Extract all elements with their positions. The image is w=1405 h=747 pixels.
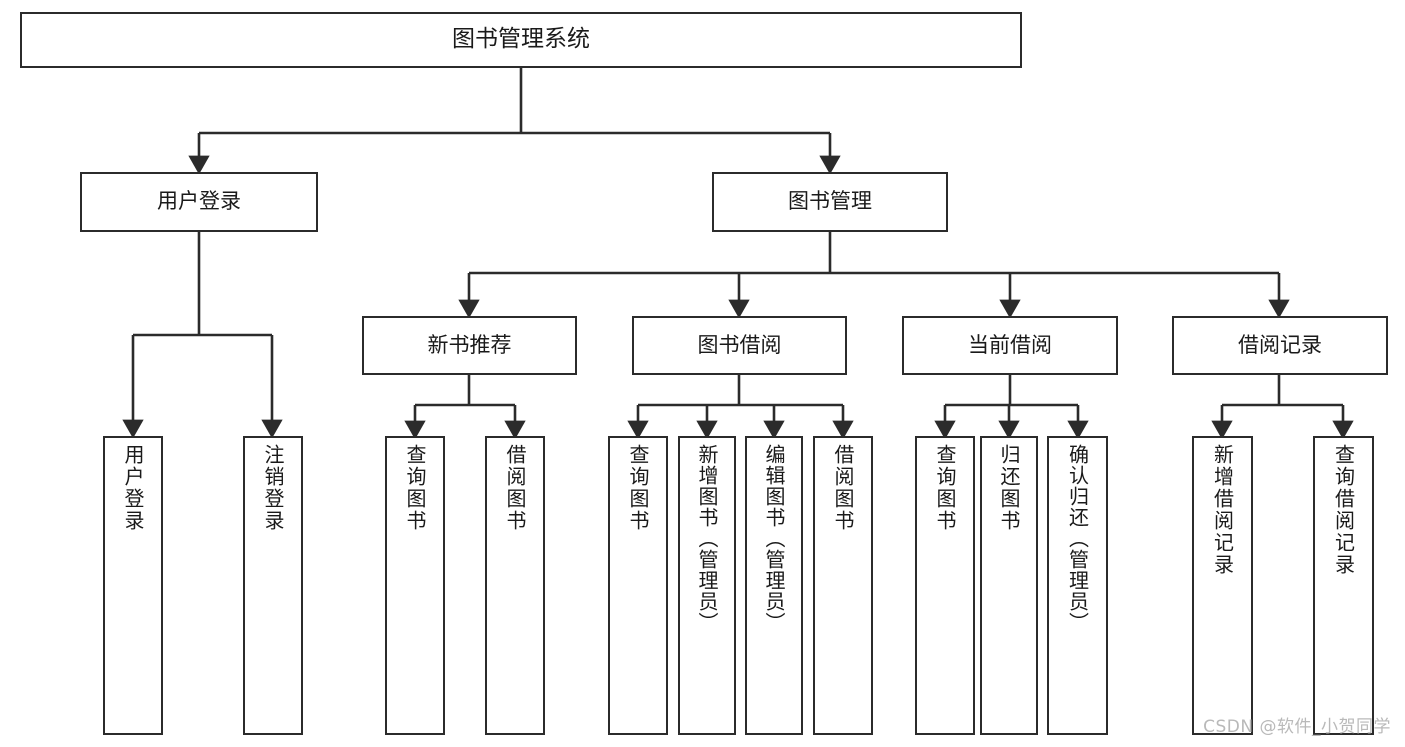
node-current-borrow-label: 当前借阅 <box>968 332 1052 357</box>
node-leaf-return-book[interactable]: 归还图书 <box>980 436 1038 735</box>
node-root-system[interactable]: 图书管理系统 <box>20 12 1022 68</box>
node-book-manage[interactable]: 图书管理 <box>712 172 948 232</box>
node-leaf-query-record-label: 查询借阅记录 <box>1331 444 1356 576</box>
node-root-label: 图书管理系统 <box>452 26 590 53</box>
node-leaf-add-record-label: 新增借阅记录 <box>1210 444 1235 576</box>
node-new-book-recommend[interactable]: 新书推荐 <box>362 316 577 375</box>
node-leaf-borrow-book-1[interactable]: 借阅图书 <box>485 436 545 735</box>
node-leaf-query-record[interactable]: 查询借阅记录 <box>1313 436 1374 735</box>
node-leaf-borrow-book-2-label: 借阅图书 <box>831 444 855 532</box>
node-user-login-label: 用户登录 <box>157 189 241 214</box>
node-leaf-user-login-label: 用户登录 <box>121 444 145 532</box>
node-leaf-user-login[interactable]: 用户登录 <box>103 436 163 735</box>
node-book-manage-label: 图书管理 <box>788 189 872 214</box>
node-borrow-record[interactable]: 借阅记录 <box>1172 316 1388 375</box>
node-leaf-add-record[interactable]: 新增借阅记录 <box>1192 436 1253 735</box>
node-book-borrow[interactable]: 图书借阅 <box>632 316 847 375</box>
node-leaf-query-book-2-label: 查询图书 <box>626 444 650 532</box>
node-leaf-confirm-return[interactable]: 确认归还（管理员） <box>1047 436 1108 735</box>
node-leaf-query-book-3[interactable]: 查询图书 <box>915 436 975 735</box>
node-new-book-recommend-label: 新书推荐 <box>427 332 512 357</box>
node-leaf-query-book-1[interactable]: 查询图书 <box>385 436 445 735</box>
node-leaf-edit-book[interactable]: 编辑图书（管理员） <box>745 436 803 735</box>
node-leaf-query-book-1-label: 查询图书 <box>403 444 427 532</box>
node-leaf-edit-book-label: 编辑图书（管理员） <box>762 444 786 633</box>
node-leaf-user-logout[interactable]: 注销登录 <box>243 436 303 735</box>
node-borrow-record-label: 借阅记录 <box>1238 332 1322 357</box>
node-leaf-borrow-book-2[interactable]: 借阅图书 <box>813 436 873 735</box>
node-current-borrow[interactable]: 当前借阅 <box>902 316 1118 375</box>
node-leaf-return-book-label: 归还图书 <box>997 444 1021 532</box>
node-leaf-confirm-return-label: 确认归还（管理员） <box>1065 444 1090 633</box>
node-user-login[interactable]: 用户登录 <box>80 172 318 232</box>
node-leaf-add-book[interactable]: 新增图书（管理员） <box>678 436 736 735</box>
node-leaf-query-book-3-label: 查询图书 <box>933 444 957 532</box>
node-leaf-borrow-book-1-label: 借阅图书 <box>503 444 527 532</box>
watermark: CSDN @软件_小贺同学 <box>1203 717 1391 737</box>
node-leaf-query-book-2[interactable]: 查询图书 <box>608 436 668 735</box>
node-book-borrow-label: 图书借阅 <box>697 332 782 357</box>
node-leaf-user-logout-label: 注销登录 <box>261 444 285 532</box>
node-leaf-add-book-label: 新增图书（管理员） <box>695 444 719 633</box>
